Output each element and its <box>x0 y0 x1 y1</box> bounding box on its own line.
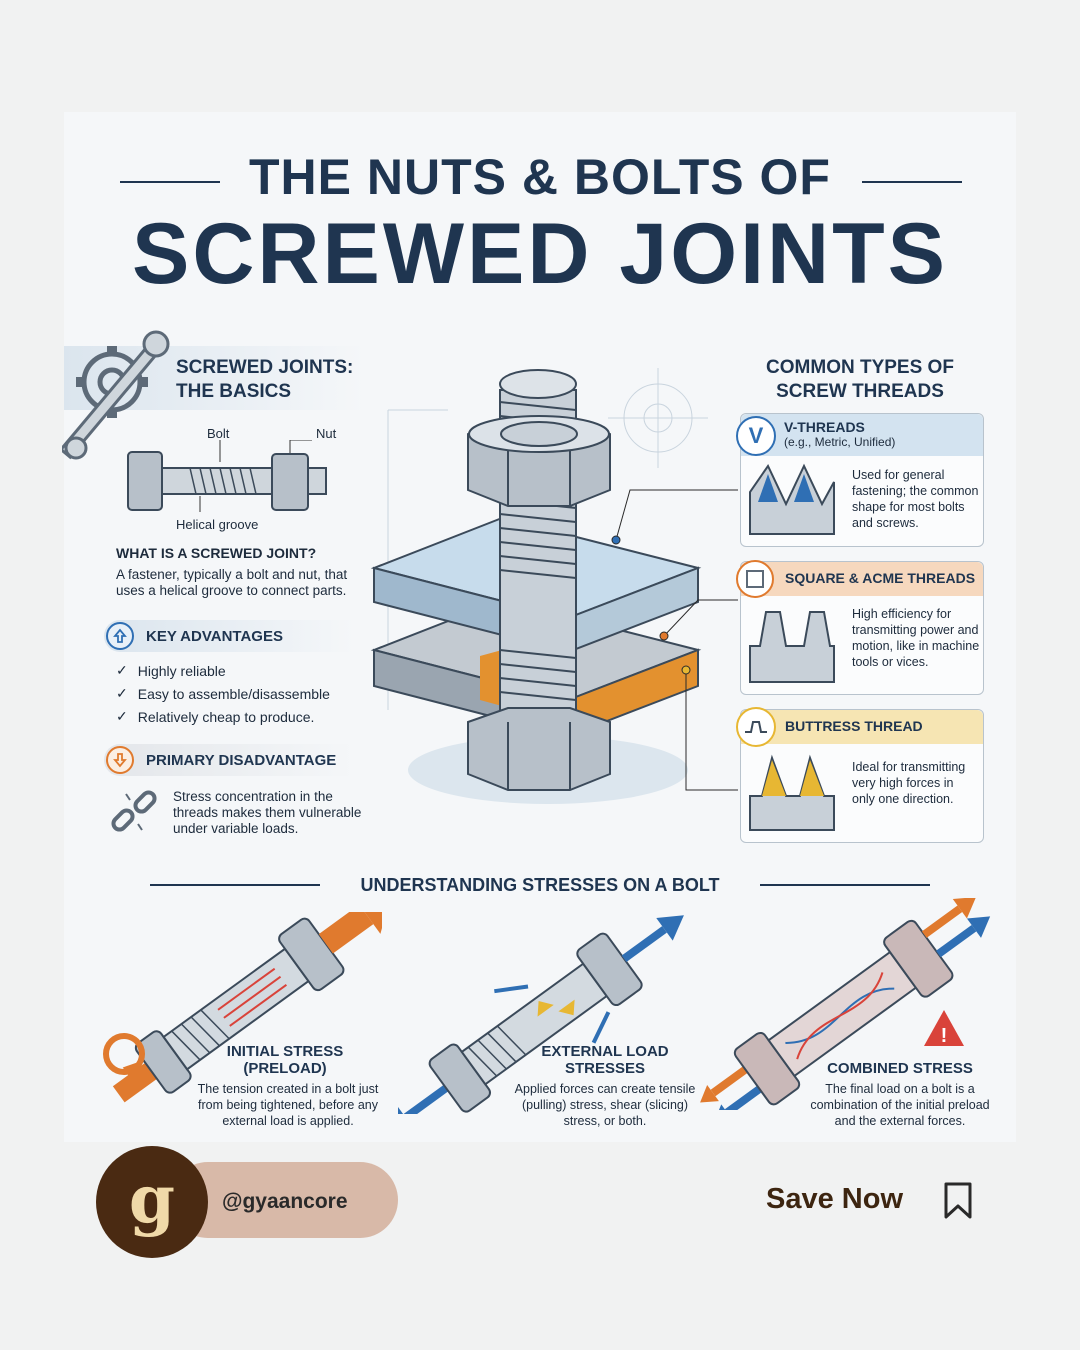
check-circle-icon: ✓ <box>116 685 128 701</box>
thread-types-heading-line-2: SCREW THREADS <box>776 381 944 402</box>
advantage-item: ✓ Highly reliable <box>116 662 226 679</box>
square-thread-desc: High efficiency for transmitting power a… <box>852 607 980 669</box>
advantage-item-label: Relatively cheap to produce. <box>137 708 315 725</box>
thread-types-heading: COMMON TYPES OF SCREW THREADS <box>740 356 980 404</box>
basics-heading: SCREWED JOINTS: THE BASICS <box>176 356 353 404</box>
external-stress-title-line-1: EXTERNAL LOAD <box>541 1043 669 1060</box>
advantage-item: ✓ Easy to assemble/disassemble <box>116 685 330 702</box>
initial-stress-title-line-2: (PRELOAD) <box>243 1060 327 1077</box>
square-thread-name: SQUARE & ACME THREADS <box>785 570 976 586</box>
square-thread-profile-icon <box>749 611 835 683</box>
advantages-heading: KEY ADVANTAGES <box>146 628 283 645</box>
broken-chain-icon <box>111 790 157 832</box>
combined-stress-desc: The final load on a bolt is a combinatio… <box>810 1082 990 1128</box>
advantage-item: ✓ Relatively cheap to produce. <box>116 708 314 725</box>
profile-avatar[interactable]: g <box>96 1146 208 1258</box>
basics-heading-line-1: SCREWED JOINTS: <box>176 357 354 378</box>
save-now-label[interactable]: Save Now <box>766 1183 903 1215</box>
svg-text:!: ! <box>941 1025 948 1047</box>
handle-text[interactable]: @gyaancore <box>222 1190 348 1213</box>
what-heading: WHAT IS A SCREWED JOINT? <box>116 545 317 561</box>
bolt-assembly-illustration <box>370 368 738 804</box>
advantage-item-label: Highly reliable <box>137 662 226 679</box>
v-thread-desc: Used for general fastening; the common s… <box>852 468 979 530</box>
up-arrow-icon <box>106 622 134 650</box>
bolt-nut-diagram <box>127 440 327 512</box>
title-line-1: THE NUTS & BOLTS OF <box>249 149 831 205</box>
disadvantage-band <box>104 744 354 776</box>
thread-types-heading-line-1: COMMON TYPES OF <box>766 357 954 378</box>
advantages-band <box>104 620 354 652</box>
buttress-wave-icon <box>736 707 776 747</box>
external-stress-desc: Applied forces can create tensile (pulli… <box>514 1082 696 1128</box>
stresses-rule-right <box>760 884 930 886</box>
buttress-thread-profile-icon <box>749 754 835 831</box>
stresses-heading: UNDERSTANDING STRESSES ON A BOLT <box>360 875 720 895</box>
disadvantage-text: Stress concentration in the threads make… <box>173 789 362 836</box>
initial-stress-title: INITIAL STRESS (PRELOAD) <box>190 1043 380 1077</box>
helical-groove-label: Helical groove <box>176 517 259 532</box>
basics-heading-line-2: THE BASICS <box>176 381 292 402</box>
check-circle-icon: ✓ <box>116 708 128 724</box>
disadvantage-heading: PRIMARY DISADVANTAGE <box>146 752 337 769</box>
external-load-bolt-illustration <box>398 915 684 1114</box>
v-letter-icon: V <box>736 416 776 456</box>
external-stress-title: EXTERNAL LOAD STRESSES <box>510 1043 700 1077</box>
buttress-thread-name: BUTTRESS THREAD <box>785 718 923 734</box>
title-rule-left <box>120 181 220 183</box>
square-thread-header <box>741 562 983 596</box>
title-line-2: SCREWED JOINTS <box>131 206 949 302</box>
down-arrow-icon <box>106 746 134 774</box>
v-thread-header <box>741 414 983 456</box>
v-thread-name: V-THREADS <box>784 419 865 435</box>
combined-stress-title: COMBINED STRESS <box>827 1060 973 1077</box>
nut-label: Nut <box>316 426 337 441</box>
what-text: A fastener, typically a bolt and nut, th… <box>116 567 348 598</box>
combined-stress-bolt-illustration: ! <box>700 898 991 1110</box>
square-icon <box>736 560 774 598</box>
preload-bolt-illustration <box>92 912 382 1108</box>
check-circle-icon: ✓ <box>116 662 128 678</box>
buttress-thread-header <box>741 710 983 744</box>
bookmark-icon[interactable] <box>944 1182 972 1220</box>
initial-stress-desc: The tension created in a bolt just from … <box>197 1082 379 1128</box>
buttress-thread-desc: Ideal for transmitting very high forces … <box>852 760 966 806</box>
v-thread-card <box>740 413 984 547</box>
title-rule-right <box>862 181 962 183</box>
bolt-label: Bolt <box>207 426 230 441</box>
stresses-rule-left <box>150 884 320 886</box>
initial-stress-title-line-1: INITIAL STRESS <box>226 1043 344 1060</box>
v-thread-sub: (e.g., Metric, Unified) <box>784 435 896 449</box>
advantage-item-label: Easy to assemble/disassemble <box>137 685 330 702</box>
external-stress-title-line-2: STRESSES <box>564 1060 646 1077</box>
gear-wrench-icon <box>62 330 170 460</box>
g-logo: g <box>128 1160 176 1238</box>
v-thread-profile-icon <box>749 463 835 535</box>
handle-pill[interactable] <box>170 1162 398 1238</box>
